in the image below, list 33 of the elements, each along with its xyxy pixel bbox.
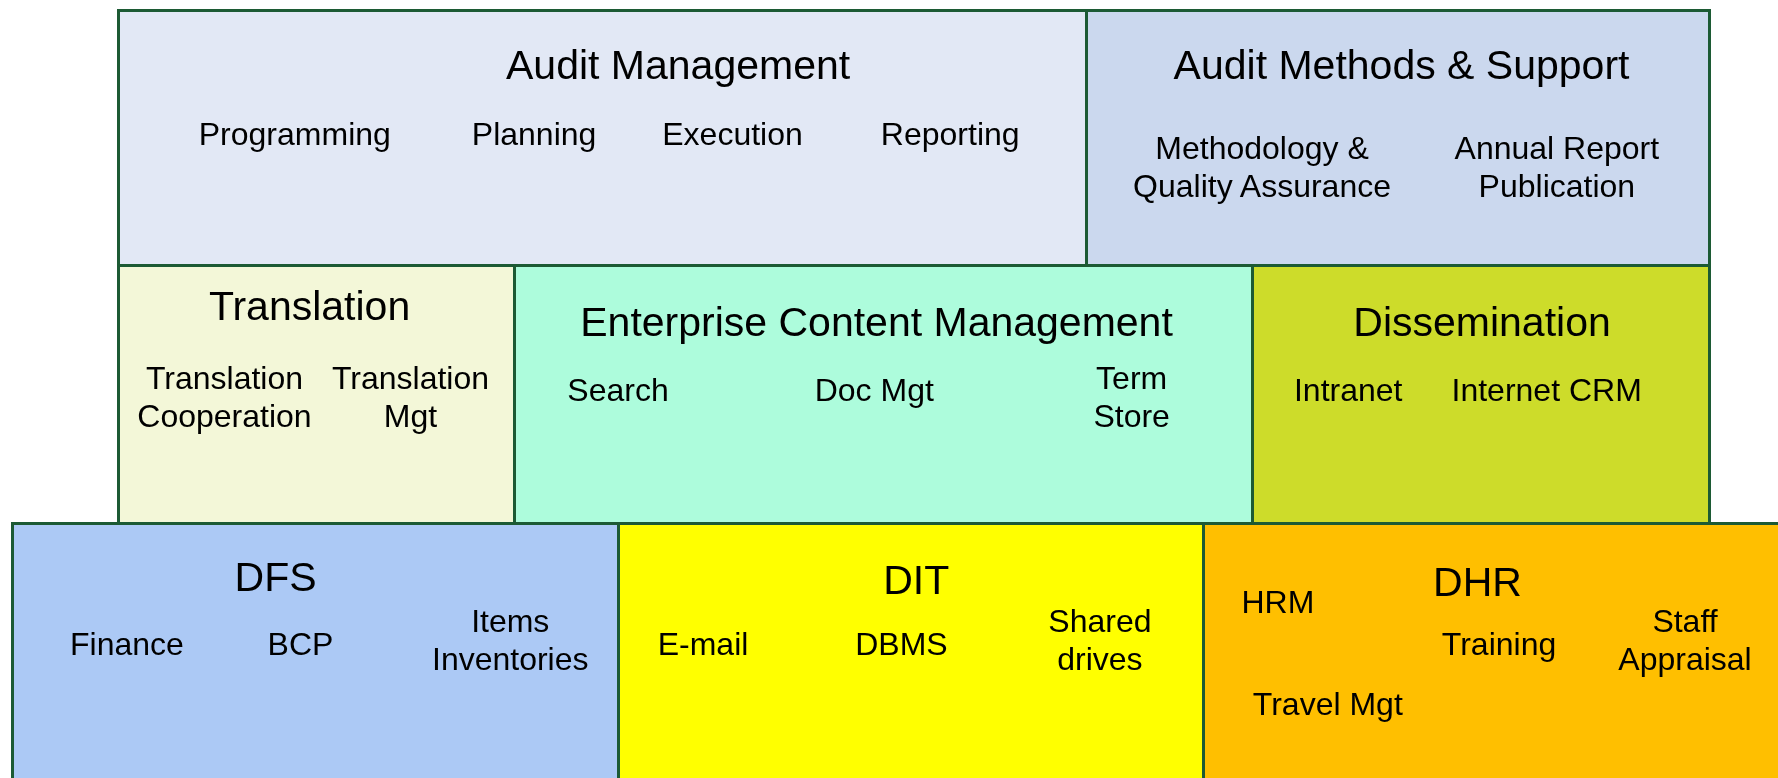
section-title: Audit Methods & Support (1173, 41, 1630, 91)
function-label: Translation Cooperation (136, 358, 313, 436)
function-label: Doc Mgt (814, 370, 934, 410)
function-label: Annual Report Publication (1453, 128, 1661, 206)
function-label: Intranet (1294, 370, 1403, 410)
function-label: BCP (267, 624, 334, 664)
function-label: DBMS (855, 624, 948, 664)
function-label: Shared drives (1047, 601, 1153, 678)
function-label: E-mail (657, 624, 749, 664)
function-label: Planning (471, 114, 597, 153)
section-title: DIT (883, 555, 950, 605)
function-label: Search (567, 370, 669, 410)
section-title: Enterprise Content Management (580, 298, 1173, 348)
section-title: DHR (1433, 558, 1522, 608)
section-box (11, 521, 620, 778)
section-box (116, 264, 516, 525)
function-label: HRM (1241, 582, 1315, 622)
section-title: Translation (208, 282, 411, 332)
function-label: Travel Mgt (1252, 684, 1403, 724)
function-label: Translation Mgt (330, 358, 490, 436)
section-title: DFS (234, 553, 317, 603)
function-label: Term Store (1092, 358, 1171, 436)
section-title: Audit Management (506, 41, 851, 91)
function-label: Methodology & Quality Assurance (1132, 128, 1392, 206)
function-label: Execution (662, 114, 803, 153)
function-label: Items Inventories (431, 601, 590, 678)
function-label: Staff Appraisal (1617, 601, 1753, 678)
function-label: Reporting (880, 114, 1020, 153)
function-label: Training (1441, 624, 1557, 664)
function-label: Finance (70, 624, 184, 664)
function-label: Internet CRM (1451, 370, 1642, 410)
function-label: Programming (198, 114, 391, 153)
section-title: Dissemination (1353, 298, 1611, 348)
